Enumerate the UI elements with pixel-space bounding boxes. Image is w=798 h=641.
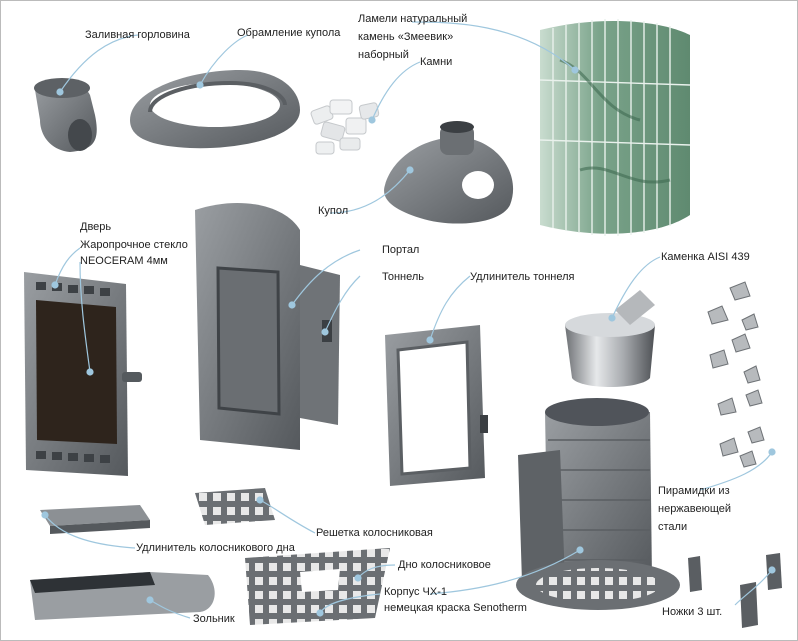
label-heater: Каменка AISI 439 [661, 250, 750, 264]
label-legs-count: 3 [697, 606, 704, 618]
label-ash-pan: Зольник [193, 613, 235, 625]
label-tunnel-extension: Удлинитель тоннеля [470, 271, 575, 283]
label-body-1: Корпус ЧХ-1 [384, 585, 447, 599]
grate-bottom-extension [40, 505, 150, 534]
stove-body [516, 398, 680, 610]
label-body-model: ЧХ-1 [422, 586, 447, 598]
label-tunnel: Тоннель [382, 271, 425, 283]
legs [688, 553, 782, 628]
portal [195, 202, 300, 450]
label-legs-name: Ножки [662, 606, 695, 618]
leader-lines [41, 21, 776, 619]
filler-neck [34, 78, 97, 152]
stones [310, 99, 380, 155]
label-grate: Решетка колосниковая [316, 527, 433, 539]
dome-frame [130, 70, 300, 149]
label-glass-thickness: 4мм [146, 255, 168, 267]
label-portal: Портал [382, 244, 420, 256]
steel-heater [565, 290, 655, 387]
label-lamellae-3: наборный [358, 49, 409, 61]
label-pyramids-2: нержавеющей [658, 503, 732, 515]
label-lamellae-2: камень «Змеевик» [358, 31, 454, 43]
label-lamellae-1: Ламели натуральный [358, 13, 468, 25]
label-dome-frame: Обрамление купола [237, 27, 341, 39]
label-glass-2: NEOCERAM 4мм [80, 254, 168, 268]
door [24, 272, 142, 476]
label-grate-bottom-extension: Удлинитель колосникового дна [136, 542, 295, 554]
label-glass-1: Жаропрочное стекло [80, 239, 188, 251]
label-door: Дверь [80, 221, 112, 233]
label-pyramids-1: Пирамидки из [658, 485, 730, 497]
ash-pan [30, 572, 215, 620]
label-body-2: немецкая краска Senotherm [384, 602, 527, 614]
tunnel-extension [385, 325, 488, 486]
label-legs: Ножки 3 шт. [662, 605, 722, 619]
grate-bottom [245, 548, 390, 625]
label-glass-neoceram: NEOCERAM [80, 255, 144, 267]
steel-pyramids [707, 281, 765, 468]
tunnel [300, 265, 340, 425]
label-grate-bottom: Дно колосниковое [398, 559, 491, 571]
label-pyramids-3: стали [658, 521, 688, 533]
label-filler-neck: Заливная горловина [85, 29, 190, 41]
label-stones: Камни [420, 56, 453, 68]
stone-lamellae [539, 19, 691, 236]
label-body-name: Корпус [384, 586, 420, 598]
dome [384, 121, 514, 224]
grate [195, 488, 275, 525]
label-dome: Купол [318, 205, 349, 217]
label-heater-name: Каменка [661, 251, 705, 263]
label-legs-unit: шт. [706, 606, 723, 618]
label-heater-steel: AISI 439 [707, 251, 750, 263]
